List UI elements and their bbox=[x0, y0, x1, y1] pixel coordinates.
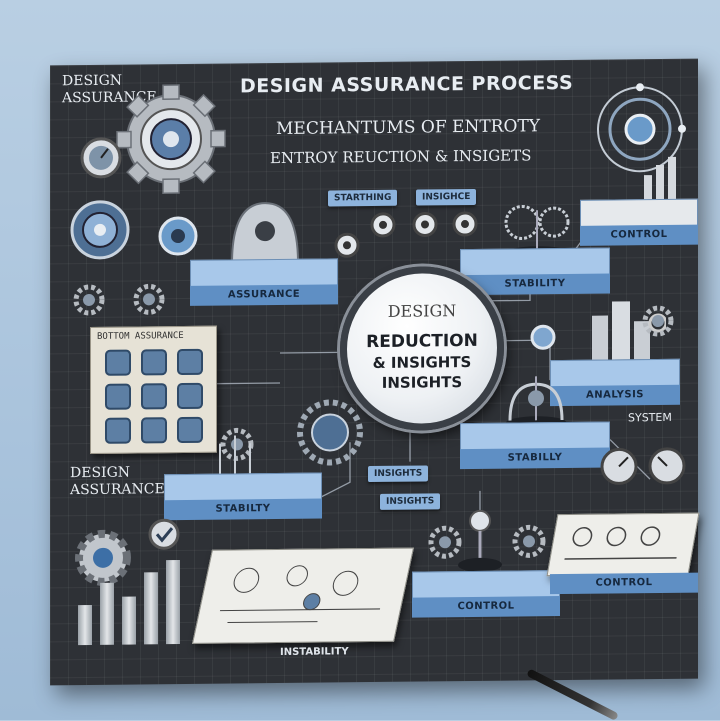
side-label-line1: DESIGN bbox=[70, 464, 130, 482]
dial-icon bbox=[158, 216, 198, 256]
system-label: SYSTEM bbox=[628, 410, 672, 425]
platform-top bbox=[412, 570, 560, 600]
gauge-icon bbox=[452, 211, 478, 237]
panel-icon bbox=[141, 383, 167, 410]
hub-line1: DESIGN bbox=[387, 301, 457, 321]
orbit-icon bbox=[597, 83, 686, 173]
platform-stability-left: STABILTY bbox=[164, 472, 322, 521]
sketch-paper bbox=[192, 547, 414, 644]
control-dials bbox=[564, 526, 677, 560]
hub-line3: & INSIGHTS bbox=[372, 352, 472, 373]
cog-icon bbox=[133, 283, 165, 315]
building-model-icon bbox=[592, 301, 666, 360]
dial-icon bbox=[600, 447, 638, 485]
bar-model-bar bbox=[144, 572, 158, 645]
gauge-icon bbox=[334, 232, 360, 258]
hub-line2: REDUCTION bbox=[366, 330, 478, 353]
cog-icon bbox=[73, 284, 105, 316]
platform-control-right: CONTROL bbox=[550, 572, 698, 595]
platform-label: STABILLY bbox=[460, 447, 610, 470]
bar-model-bar bbox=[100, 582, 114, 645]
cog-icon bbox=[642, 305, 674, 337]
bar-model-bar bbox=[122, 596, 136, 645]
platform-top bbox=[580, 198, 698, 228]
dial-icon bbox=[70, 200, 130, 260]
panel-icon bbox=[141, 417, 167, 444]
platform-top bbox=[460, 247, 610, 278]
paper-label: INSTABILITY bbox=[280, 646, 349, 658]
side-label-line2: ASSURANCE bbox=[70, 481, 165, 499]
platform-top bbox=[460, 421, 610, 452]
whiteboard: DESIGN ASSURANCE DESIGN ASSURANCE PROCES… bbox=[50, 58, 700, 686]
badge-icon bbox=[148, 518, 180, 550]
icon-panel: BOTTOM ASSURANCE bbox=[90, 325, 217, 454]
platform-right-top: CONTROL bbox=[580, 198, 698, 246]
platform-top bbox=[190, 258, 338, 288]
bar-model-bar bbox=[166, 560, 180, 645]
platform-label: STABILTY bbox=[164, 498, 322, 521]
tag-top-right: INSIGHCE bbox=[416, 188, 477, 206]
panel-icon bbox=[141, 349, 167, 376]
control-panel-sheet bbox=[546, 512, 700, 577]
cog-icon bbox=[512, 524, 546, 558]
gauge-icon bbox=[530, 324, 556, 350]
gauge-icon bbox=[412, 211, 438, 237]
gauge-icon bbox=[370, 212, 396, 238]
gear-cluster-icon bbox=[297, 399, 363, 466]
hub-line4: INSIGHTS bbox=[381, 373, 463, 392]
side-label: DESIGN ASSURANCE bbox=[70, 464, 165, 499]
cog-icon bbox=[428, 525, 462, 559]
tag-mid-top: INSIGHTS bbox=[368, 465, 429, 483]
bar-model bbox=[74, 554, 184, 646]
platform-assurance: ASSURANCE bbox=[190, 258, 338, 306]
platform-label: CONTROL bbox=[580, 224, 698, 246]
platform-stability-top: STABILITY bbox=[460, 247, 610, 296]
probe-model-icon bbox=[458, 509, 502, 572]
panel-icon bbox=[105, 417, 131, 444]
platform-label: CONTROL bbox=[550, 572, 698, 595]
gear-icon bbox=[75, 529, 131, 586]
gauge-icon bbox=[80, 137, 122, 179]
platform-label: ASSURANCE bbox=[190, 284, 338, 306]
panel-icon bbox=[177, 348, 203, 376]
panel-icon bbox=[105, 349, 131, 376]
panel-icon bbox=[177, 382, 203, 410]
platform-control-bottom: CONTROL bbox=[412, 570, 560, 618]
panel-title: BOTTOM ASSURANCE bbox=[97, 330, 184, 342]
platform-label: CONTROL bbox=[412, 596, 560, 618]
gear-icon bbox=[116, 84, 226, 194]
panel-icon bbox=[105, 383, 131, 410]
platform-stability-mid: STABILLY bbox=[460, 421, 610, 470]
bar-model-bar bbox=[78, 604, 92, 646]
dial-icon bbox=[648, 447, 686, 485]
sketch-drawing bbox=[219, 565, 381, 624]
tag-top-left: STARTHING bbox=[328, 189, 398, 207]
platform-top bbox=[164, 472, 322, 503]
tag-mid-bottom: INSIGHTS bbox=[380, 493, 441, 510]
